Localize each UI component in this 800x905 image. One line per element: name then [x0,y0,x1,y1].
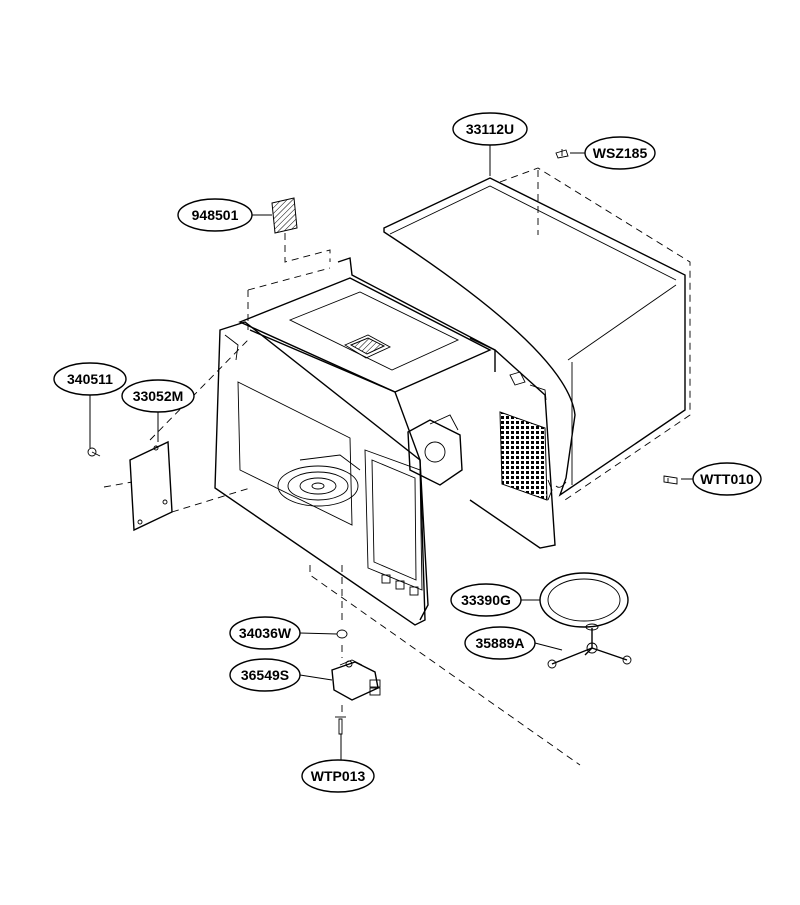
outer-cabinet [383,145,691,501]
callout-33390G[interactable]: 33390G [450,583,522,617]
label-340511: 340511 [67,371,113,387]
label-WSZ185: WSZ185 [593,145,648,161]
callout-33052M[interactable]: 33052M [121,379,195,413]
turntable-motor [331,659,381,701]
screw-wtp013 [335,716,346,735]
callout-340511[interactable]: 340511 [53,362,127,396]
callout-34036W[interactable]: 34036W [229,616,301,650]
filter-part [247,197,331,330]
screw-wtt010 [663,475,678,485]
callout-WTT010[interactable]: WTT010 [692,462,762,496]
leader-lines [89,145,693,760]
screw-340511 [87,447,101,457]
label-WTT010: WTT010 [700,471,754,487]
label-34036W: 34036W [239,625,292,641]
roller-ring [547,623,632,669]
label-33052M: 33052M [133,388,184,404]
label-33112U: 33112U [466,121,514,137]
cover-plate [103,339,251,532]
callout-WSZ185[interactable]: WSZ185 [584,136,656,170]
callout-35889A[interactable]: 35889A [464,626,536,660]
label-36549S: 36549S [241,667,289,683]
label-35889A: 35889A [475,635,524,651]
label-33390G: 33390G [461,592,511,608]
washer-34036w [336,629,348,639]
label-WTP013: WTP013 [311,768,366,784]
glass-tray [539,572,629,628]
cavity-chassis [214,257,556,626]
screw-wsz185 [555,149,569,159]
callout-33112U[interactable]: 33112U [452,112,528,146]
label-948501: 948501 [192,207,239,223]
callout-36549S[interactable]: 36549S [229,658,301,692]
callout-948501[interactable]: 948501 [177,198,253,232]
callout-WTP013[interactable]: WTP013 [301,759,375,793]
